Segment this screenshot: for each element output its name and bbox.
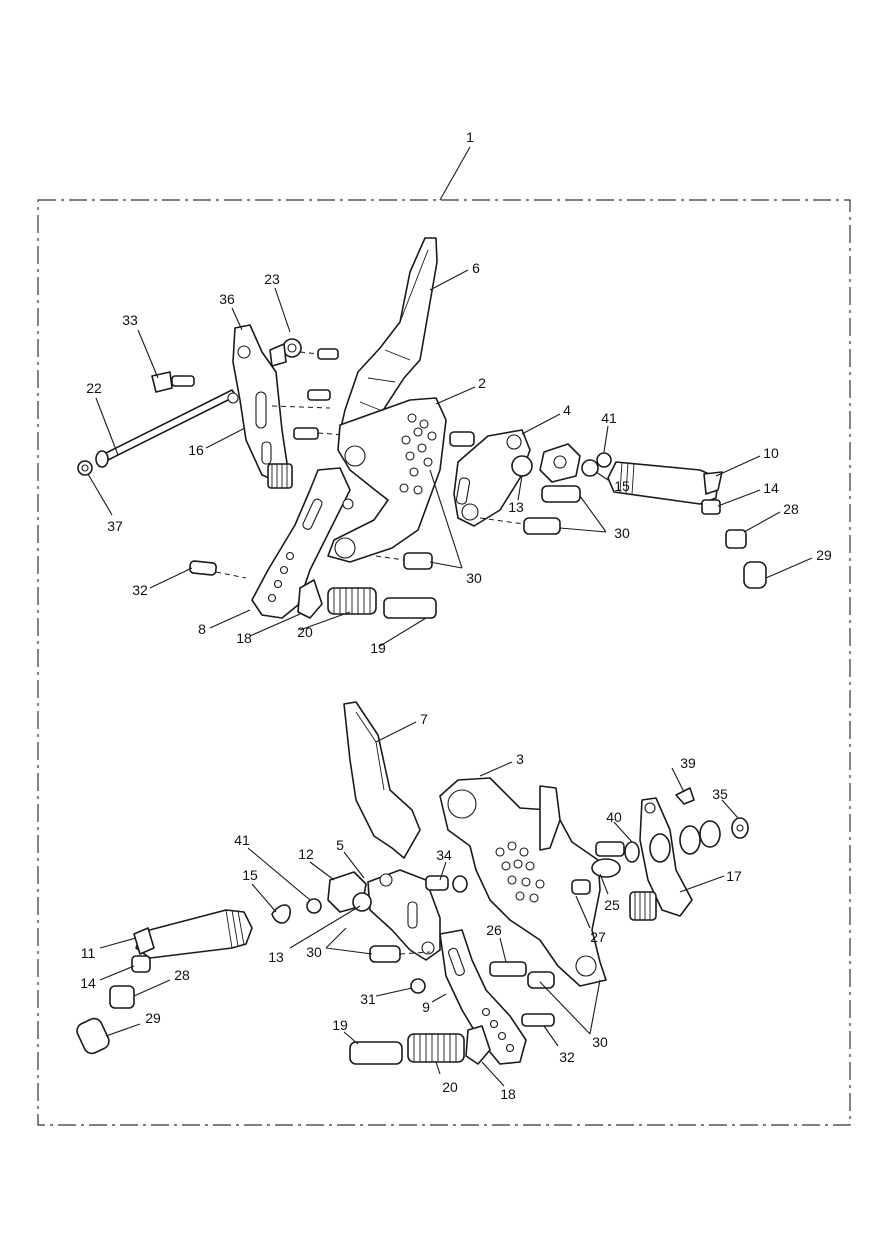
washer-18-upper bbox=[297, 579, 323, 619]
callout-8: 8 bbox=[198, 621, 206, 637]
callout-36: 36 bbox=[219, 291, 235, 307]
callout-30-upper-a: 30 bbox=[614, 525, 630, 541]
callout-19-lower: 19 bbox=[332, 1017, 348, 1033]
callout-13-lower: 13 bbox=[268, 949, 284, 965]
callout-11: 11 bbox=[81, 945, 96, 961]
callout-26: 26 bbox=[486, 922, 502, 938]
callout-40: 40 bbox=[606, 809, 622, 825]
callout-3: 3 bbox=[516, 751, 524, 767]
bush-13-upper bbox=[511, 455, 533, 477]
peg-tip-14-lower bbox=[131, 955, 151, 973]
callout-41-upper: 41 bbox=[601, 410, 617, 426]
callout-20-upper: 20 bbox=[297, 624, 313, 640]
callout-25: 25 bbox=[604, 897, 620, 913]
callout-30-lower-a: 30 bbox=[306, 944, 322, 960]
lower-assembly: 7 3 39 35 40 41 12 5 34 17 15 25 11 13 3… bbox=[76, 701, 749, 1102]
clip-39 bbox=[675, 787, 695, 805]
callout-17: 17 bbox=[726, 868, 742, 884]
callout-33: 33 bbox=[122, 312, 138, 328]
callout-14-lower: 14 bbox=[80, 975, 96, 991]
callout-35: 35 bbox=[712, 786, 728, 802]
callout-37: 37 bbox=[107, 518, 123, 534]
washer-18-lower bbox=[465, 1025, 491, 1065]
callout-13-upper: 13 bbox=[508, 499, 524, 515]
callout-30-lower-b: 30 bbox=[592, 1034, 608, 1050]
callout-18-upper: 18 bbox=[236, 630, 252, 646]
footpeg-lower bbox=[135, 909, 253, 959]
spring-15-lower bbox=[271, 904, 291, 924]
bolt-26 bbox=[489, 961, 527, 977]
callout-31: 31 bbox=[360, 991, 376, 1007]
nut-31 bbox=[410, 978, 426, 994]
spring-20-lower bbox=[407, 1033, 465, 1063]
washer-40 bbox=[624, 841, 640, 863]
assembly-frame bbox=[37, 199, 851, 1126]
callout-29-lower: 29 bbox=[145, 1010, 161, 1026]
callout-4: 4 bbox=[563, 402, 571, 418]
peg-slider-28-lower bbox=[109, 985, 135, 1009]
callout-16: 16 bbox=[188, 442, 204, 458]
callout-6: 6 bbox=[472, 260, 480, 276]
callout-41-lower: 41 bbox=[234, 832, 250, 848]
pin-19-upper bbox=[383, 597, 437, 619]
callout-30-upper-b: 30 bbox=[466, 570, 482, 586]
callout-23: 23 bbox=[264, 271, 280, 287]
rider-plate-upper bbox=[327, 397, 447, 563]
bush-13-lower bbox=[352, 892, 372, 912]
callout-14-upper: 14 bbox=[763, 480, 779, 496]
callout-2: 2 bbox=[478, 375, 486, 391]
callout-29-upper: 29 bbox=[816, 547, 832, 563]
bolt-32-upper bbox=[189, 560, 217, 576]
callout-39: 39 bbox=[680, 755, 696, 771]
bolt-32-lower bbox=[521, 1013, 555, 1027]
callout-9: 9 bbox=[422, 999, 430, 1015]
footpeg-bracket-lower bbox=[367, 869, 441, 961]
peg-tip-14-upper bbox=[701, 499, 721, 515]
callout-28-upper: 28 bbox=[783, 501, 799, 517]
callout-15-upper: 15 bbox=[614, 478, 630, 494]
callout-27: 27 bbox=[590, 929, 606, 945]
callout-32-upper: 32 bbox=[132, 582, 148, 598]
callout-frame: 1 bbox=[466, 129, 474, 145]
shift-rod bbox=[99, 389, 237, 463]
bolt-33 bbox=[151, 371, 173, 393]
callout-32-lower: 32 bbox=[559, 1049, 575, 1065]
clip-41-upper bbox=[596, 452, 612, 468]
callout-28-lower: 28 bbox=[174, 967, 190, 983]
callout-19-upper: 19 bbox=[370, 640, 386, 656]
peg-slider-28-upper bbox=[725, 529, 747, 549]
spring-20-upper bbox=[327, 587, 377, 615]
callout-22: 22 bbox=[86, 380, 102, 396]
callout-10: 10 bbox=[763, 445, 779, 461]
clip-41-lower bbox=[306, 898, 322, 914]
knurled-pivot-upper bbox=[267, 463, 293, 489]
callout-7: 7 bbox=[420, 711, 428, 727]
callout-20-lower: 20 bbox=[442, 1079, 458, 1095]
callout-5: 5 bbox=[336, 837, 344, 853]
peg-slider-29-lower bbox=[76, 1017, 110, 1055]
callout-18-lower: 18 bbox=[500, 1086, 516, 1102]
leader-1 bbox=[439, 146, 471, 201]
upper-assembly: 6 23 36 33 22 16 37 2 4 41 10 14 28 29 1… bbox=[77, 237, 832, 656]
pin-19-lower bbox=[349, 1041, 403, 1065]
bolt-34 bbox=[425, 875, 449, 891]
callout-12: 12 bbox=[298, 846, 314, 862]
peg-slider-29-upper bbox=[743, 561, 767, 589]
knurled-pivot-lower bbox=[629, 891, 657, 921]
callout-34: 34 bbox=[436, 847, 452, 863]
footpeg-bracket-upper bbox=[453, 429, 531, 527]
callout-15-lower: 15 bbox=[242, 867, 258, 883]
